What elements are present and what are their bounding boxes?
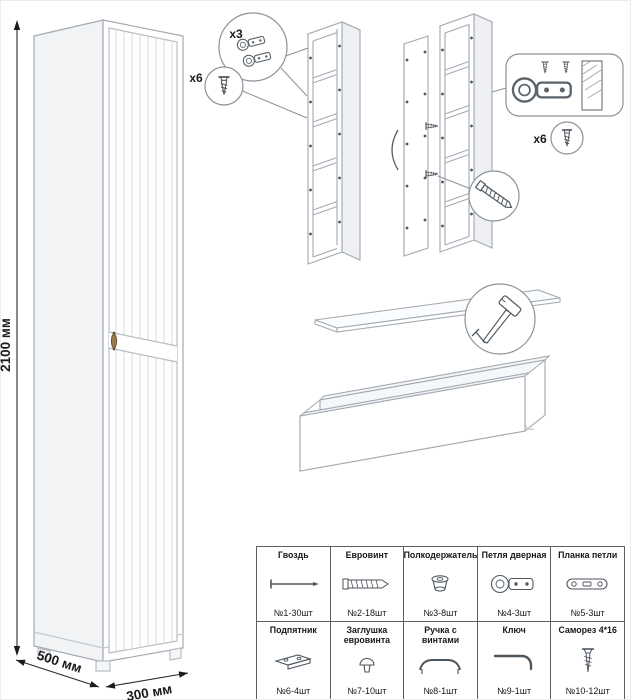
part-cell-handle: Ручка с винтами №8-1шт [404, 622, 477, 699]
part-qty: №2-18шт [347, 608, 387, 618]
part-name: Саморез 4*16 [558, 625, 617, 635]
side-unit-left-drawing [306, 21, 362, 265]
part-name: Заглушка евровинта [343, 625, 391, 645]
part-qty: №1-30шт [273, 608, 313, 618]
part-cell-shelf-pin: Полкодержатель №3-8шт [404, 547, 477, 621]
callout-euroscrew [437, 170, 520, 222]
screws-left-qty-label: х6 [189, 71, 203, 85]
system-holes [441, 36, 473, 228]
foot-pad-icon [272, 636, 314, 686]
part-cell-euroscrew: Евровинт №2-18шт [330, 547, 404, 621]
nail-icon [266, 561, 320, 608]
panel-holes [405, 50, 427, 230]
key-icon [491, 636, 537, 686]
part-qty: №8-1шт [423, 686, 458, 696]
callout-screws-left: х6 [189, 66, 308, 119]
part-qty: №10-12шт [565, 686, 610, 696]
part-name: Гвоздь [277, 550, 309, 560]
tapping-screw-icon [578, 636, 598, 686]
screw-cap-icon [357, 646, 377, 686]
door-handle-icon [110, 331, 118, 351]
carcass-box-drawing [299, 355, 551, 473]
door-hinge-icon [489, 561, 539, 608]
part-name: Ключ [502, 625, 526, 635]
part-cell-foot-pad: Подпятник №6-4шт [257, 622, 330, 699]
part-qty: №4-3шт [497, 608, 532, 618]
wardrobe-door [108, 27, 178, 654]
hinges-qty-label: x3 [229, 27, 243, 41]
part-name: Петля дверная [481, 550, 547, 560]
wardrobe-drawing [33, 19, 184, 672]
part-cell-tapping-screw: Саморез 4*16 №10-12шт [551, 622, 624, 699]
part-name: Полкодержатель [404, 550, 477, 560]
part-qty: №5-3шт [570, 608, 605, 618]
parts-table: Гвоздь №1-30шт Евровинт №2-18шт Полкодер… [256, 546, 625, 699]
part-name: Ручка с винтами [421, 625, 460, 645]
callout-hinge-detail [491, 53, 624, 117]
width-label: 300 мм [125, 681, 173, 700]
rotate-arc [391, 129, 399, 171]
part-cell-hinge-plate: Планка петли №5-3шт [551, 547, 624, 621]
hammer-icon [471, 295, 522, 344]
system-holes [309, 44, 341, 236]
part-cell-screw-cap: Заглушка евровинта №7-10шт [330, 622, 404, 699]
part-cell-door-hinge: Петля дверная №4-3шт [477, 547, 551, 621]
part-name: Евровинт [345, 550, 389, 560]
part-qty: №6-4шт [276, 686, 311, 696]
hinge-plate-icon [564, 561, 612, 608]
callout-hammer [464, 283, 536, 355]
part-name: Планка петли [558, 550, 618, 560]
mounted-hinge-icon [511, 60, 603, 111]
part-name: Подпятник [269, 625, 317, 635]
middle-panel-drawing [391, 35, 429, 257]
callout-hinges: x3 [218, 12, 309, 97]
part-cell-key: Ключ №9-1шт [477, 622, 551, 699]
handle-icon [415, 646, 465, 686]
part-qty: №3-8шт [423, 608, 458, 618]
dimension-height: 2100 мм [0, 20, 21, 656]
dimension-width: 300 мм [105, 671, 189, 700]
callout-screws-right: х6 [533, 121, 584, 155]
euroscrew-icon [340, 561, 394, 608]
screws-right-qty-label: х6 [533, 132, 547, 146]
part-cell-nail: Гвоздь №1-30шт [257, 547, 330, 621]
part-qty: №9-1шт [497, 686, 532, 696]
part-qty: №7-10шт [347, 686, 387, 696]
height-label: 2100 мм [0, 318, 13, 372]
shelf-pin-icon [428, 561, 452, 608]
